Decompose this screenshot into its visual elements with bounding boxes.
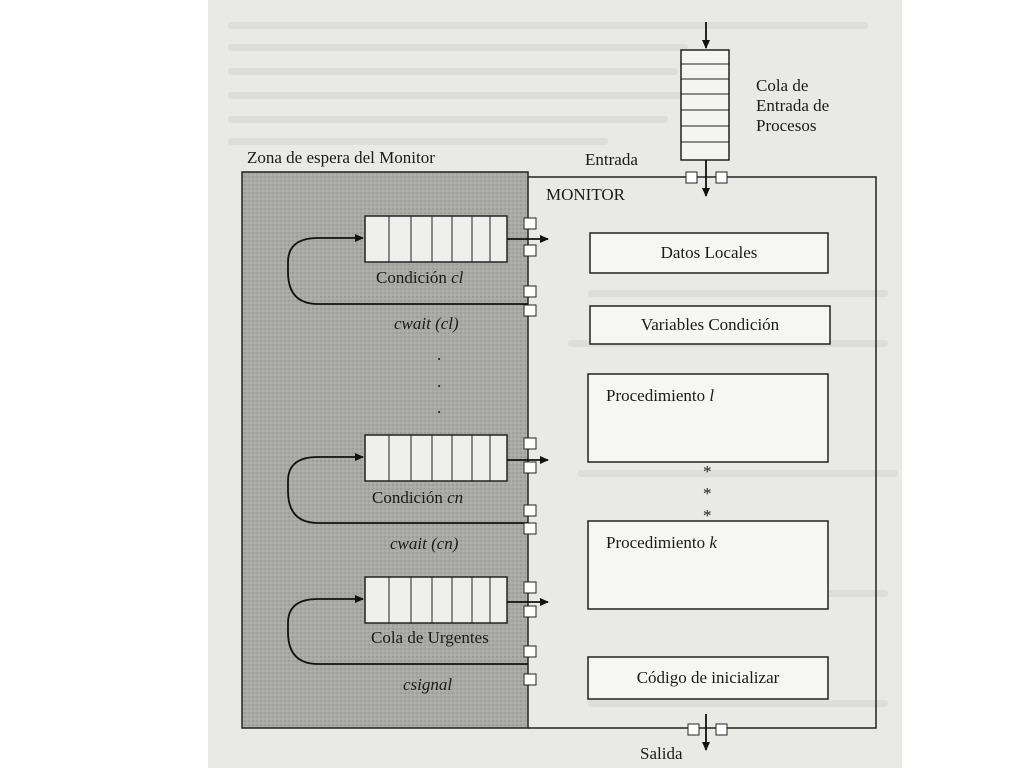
urgent-loop (287, 595, 528, 665)
condition-cn-loop (287, 453, 528, 524)
ellipsis-dot-2: . (437, 372, 442, 391)
port-cl-2 (523, 244, 537, 257)
queue-label-line-1: Cola de (756, 76, 809, 95)
variables-condicion-label: Variables Condición (640, 315, 780, 334)
port-cn-4 (523, 522, 537, 535)
ellipsis-dot-3: . (437, 398, 442, 417)
box-variables-condicion (589, 305, 831, 345)
entrance-gate-right (715, 171, 728, 184)
entrance-gate-left (685, 171, 698, 184)
port-cl-4 (523, 304, 537, 317)
exit-gate-left (687, 723, 700, 736)
condicion-cn-text: Condición (372, 488, 443, 507)
entrance-queue (680, 49, 730, 161)
monitor-border (528, 176, 877, 729)
box-procedimiento-l (587, 373, 829, 463)
port-cn-2 (523, 461, 537, 474)
entrada-label: Entrada (585, 150, 638, 169)
condition-cn-queue (364, 434, 508, 482)
csignal-label: csignal (403, 675, 453, 694)
queue-label-line-2: Entrada de (756, 96, 830, 115)
port-urgent-3 (523, 645, 537, 658)
condicion-cn-var: cn (447, 488, 464, 507)
condicion-cn-label: Condición cn (372, 488, 463, 508)
ellipsis-star-1: * (703, 462, 712, 481)
procedimiento-k-var: k (709, 533, 717, 552)
port-urgent-4 (523, 673, 537, 686)
port-cl-3 (523, 285, 537, 298)
ellipsis-star-2: * (703, 484, 712, 503)
procedimiento-l-text: Procedimiento (606, 386, 706, 405)
condicion-cl-var: cl (451, 268, 464, 287)
ellipsis-dot-1: . (437, 345, 442, 364)
procedimiento-l-var: l (709, 386, 715, 405)
codigo-inicializar-label: Código de inicializar (636, 668, 780, 687)
port-cn-1 (523, 437, 537, 450)
cwait-cn-label: cwait (cn) (390, 534, 459, 553)
procedimiento-k-label: Procedimiento k (606, 533, 717, 553)
box-codigo-inicializar (587, 656, 829, 700)
port-urgent-2 (523, 605, 537, 618)
ellipsis-star-3: * (703, 506, 712, 525)
zona-espera-label: Zona de espera del Monitor (247, 148, 435, 167)
condition-cl-queue (364, 215, 508, 263)
queue-label-line-3: Procesos (756, 116, 817, 135)
condition-cl-loop (287, 234, 528, 305)
datos-locales-label: Datos Locales (660, 243, 758, 262)
port-urgent-1 (523, 581, 537, 594)
urgent-queue (364, 576, 508, 624)
port-cl-1 (523, 217, 537, 230)
condicion-cl-text: Condición (376, 268, 447, 287)
exit-gate-right (715, 723, 728, 736)
port-cn-3 (523, 504, 537, 517)
cola-urgentes-label: Cola de Urgentes (371, 628, 489, 647)
procedimiento-k-text: Procedimiento (606, 533, 706, 552)
box-procedimiento-k (587, 520, 829, 610)
salida-label: Salida (640, 744, 683, 763)
box-datos-locales (589, 232, 829, 274)
condicion-cl-label: Condición cl (376, 268, 463, 288)
procedimiento-l-label: Procedimiento l (606, 386, 714, 406)
monitor-title: MONITOR (546, 185, 626, 204)
cwait-cl-label: cwait (cl) (394, 314, 459, 333)
